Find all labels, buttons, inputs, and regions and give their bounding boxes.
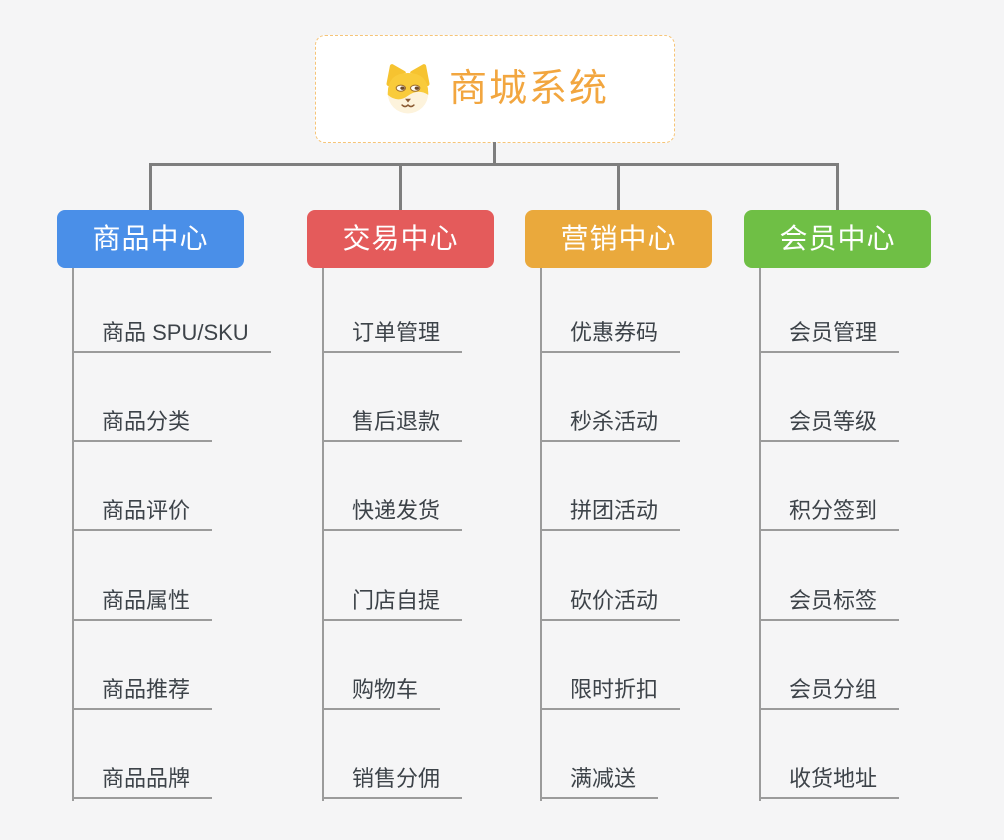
child-node[interactable]: 商品 SPU/SKU [74,313,271,353]
child-node[interactable]: 优惠券码 [542,313,681,353]
connector-drop-trade [399,163,402,211]
child-node[interactable]: 商品评价 [74,491,213,531]
branch-children-member: 会员管理 会员等级 积分签到 会员标签 会员分组 收货地址 [759,268,971,801]
child-node[interactable]: 会员标签 [761,581,900,621]
child-node[interactable]: 会员分组 [761,670,900,710]
branch-label: 营销中心 [560,223,677,254]
child-node[interactable]: 会员等级 [761,402,900,442]
child-node[interactable]: 商品品牌 [74,759,213,799]
child-node[interactable]: 秒杀活动 [542,402,681,442]
child-node[interactable]: 积分签到 [761,491,900,531]
root-title: 商城系统 [448,68,609,110]
branch-label: 会员中心 [779,223,896,254]
connector-drop-member [836,163,839,211]
child-node[interactable]: 销售分佣 [324,759,463,799]
branch-node-product-center[interactable]: 商品中心 [57,210,244,268]
branch-label: 交易中心 [342,223,459,254]
dog-face-icon [381,62,435,116]
branch-node-trade-center[interactable]: 交易中心 [307,210,494,268]
branch-node-member-center[interactable]: 会员中心 [744,210,931,268]
branch-children-product: 商品 SPU/SKU 商品分类 商品评价 商品属性 商品推荐 商品品牌 [72,268,284,801]
child-node[interactable]: 会员管理 [761,313,900,353]
connector-drop-product [149,163,152,211]
connector-drop-marketing [617,163,620,211]
child-node[interactable]: 售后退款 [324,402,463,442]
branch-node-marketing-center[interactable]: 营销中心 [525,210,712,268]
connector-root-stub [493,142,496,166]
child-node[interactable]: 快递发货 [324,491,463,531]
child-node[interactable]: 砍价活动 [542,581,681,621]
child-node[interactable]: 购物车 [324,670,441,710]
child-node[interactable]: 商品属性 [74,581,213,621]
child-node[interactable]: 商品推荐 [74,670,213,710]
child-node[interactable]: 限时折扣 [542,670,681,710]
child-node[interactable]: 满减送 [542,759,659,799]
child-node[interactable]: 拼团活动 [542,491,681,531]
child-node[interactable]: 商品分类 [74,402,213,442]
root-node[interactable]: 商城系统 [315,35,675,143]
branch-label: 商品中心 [92,223,209,254]
child-node[interactable]: 收货地址 [761,759,900,799]
branch-children-trade: 订单管理 售后退款 快递发货 门店自提 购物车 销售分佣 [322,268,534,801]
branch-children-marketing: 优惠券码 秒杀活动 拼团活动 砍价活动 限时折扣 满减送 [540,268,752,801]
child-node[interactable]: 门店自提 [324,581,463,621]
connector-horizontal-line [149,163,838,166]
child-node[interactable]: 订单管理 [324,313,463,353]
